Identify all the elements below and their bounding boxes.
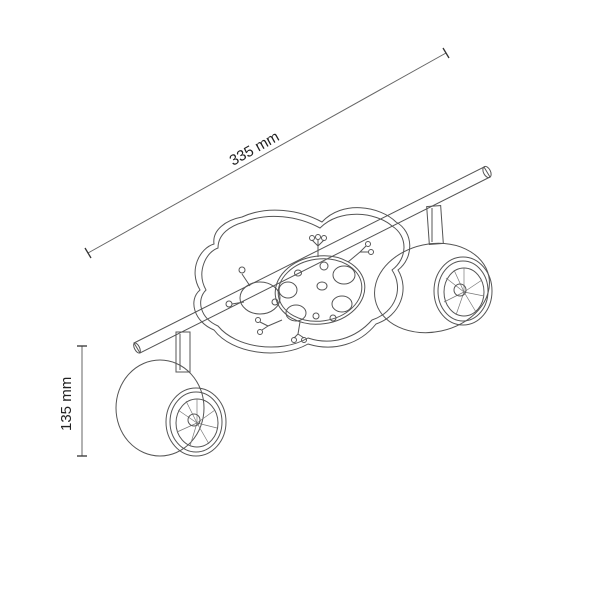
mounting-bar [133,165,492,354]
reflector-lines-left [176,399,218,447]
ladybird-decoration [225,234,374,343]
spotlight-right [374,205,493,334]
width-dimension: 335 mm [84,47,450,259]
cloud-plate [193,207,411,354]
reflector-lines-right [443,268,485,316]
height-dimension: 135 mm [58,345,87,457]
height-dimension-label: 135 mm [58,377,75,431]
spotlight-left [115,331,227,457]
